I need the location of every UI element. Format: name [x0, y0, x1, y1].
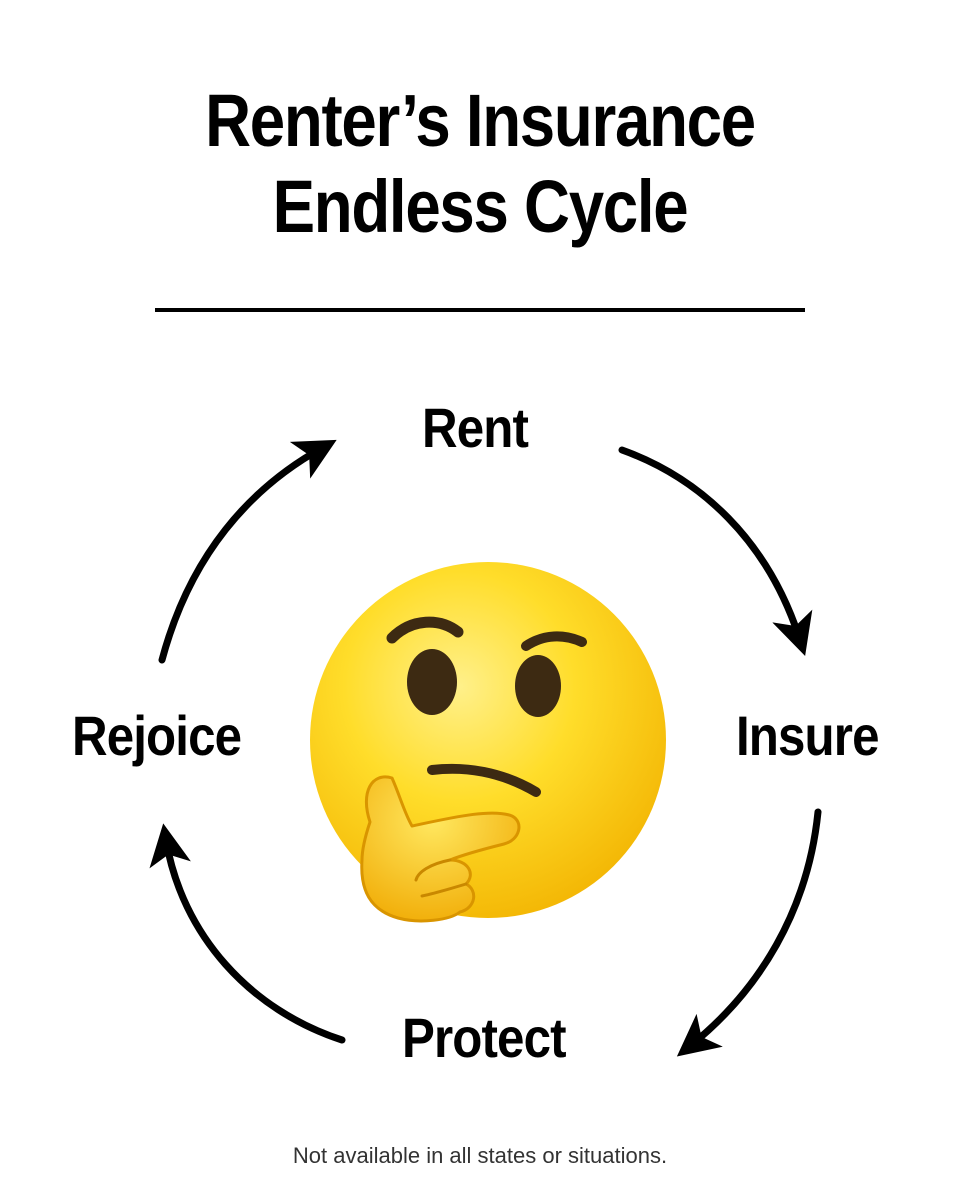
page-title: Renter’s Insurance Endless Cycle	[67, 78, 893, 250]
title-divider	[155, 308, 805, 312]
cycle-step-insure: Insure	[736, 704, 879, 767]
thinking-face-icon	[310, 562, 666, 923]
emoji-right-eyebrow	[521, 631, 587, 651]
emoji-left-eye	[407, 649, 457, 715]
arrow-protect-to-rejoice	[149, 823, 346, 1044]
cycle-step-rejoice: Rejoice	[72, 704, 242, 767]
title-line-1: Renter’s Insurance	[205, 79, 756, 162]
disclaimer-text: Not available in all states or situation…	[292, 1143, 668, 1168]
emoji-right-eye	[515, 655, 561, 717]
cycle-step-protect: Protect	[402, 1006, 567, 1069]
cycle-step-rent: Rent	[422, 396, 529, 459]
emoji-hand	[360, 775, 521, 923]
title-line-2: Endless Cycle	[272, 165, 689, 248]
arrow-insure-to-protect	[676, 808, 822, 1057]
emoji-mouth	[427, 763, 541, 797]
emoji-left-eyebrow	[386, 616, 464, 644]
arrow-rent-to-insure	[618, 446, 813, 656]
arrow-rejoice-to-rent	[158, 439, 337, 664]
